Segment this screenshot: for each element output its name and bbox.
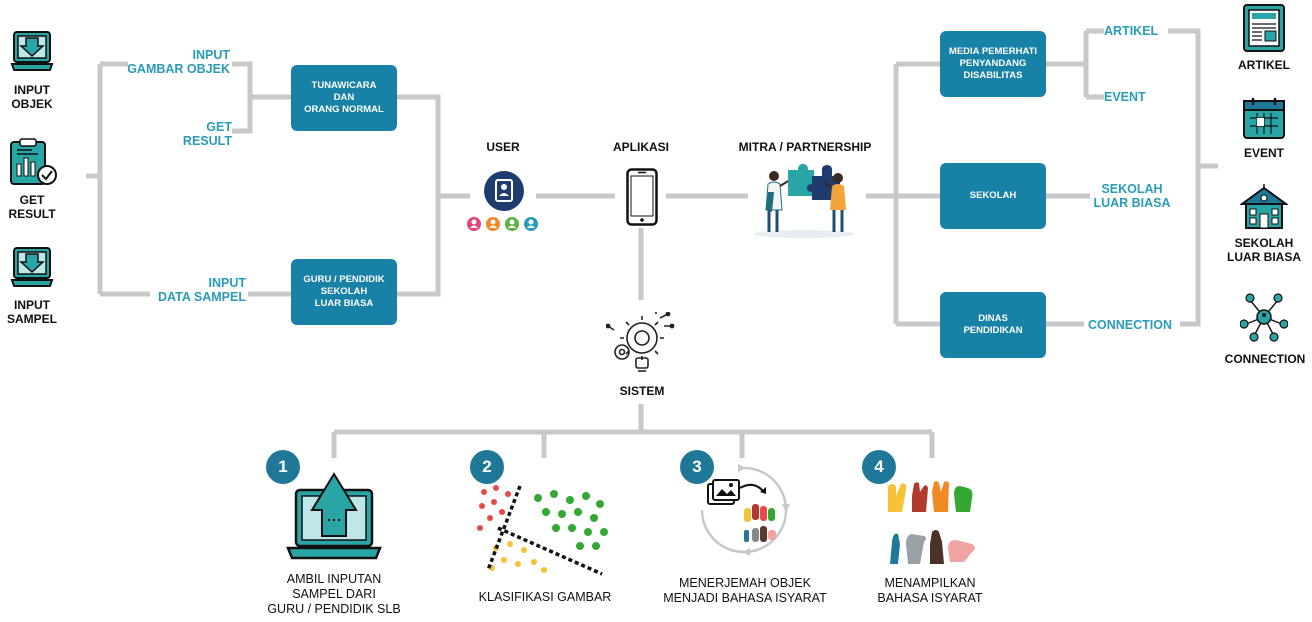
get-result-label: GET RESULT <box>182 120 232 148</box>
laptop-upload-icon <box>286 470 382 560</box>
dinas-pendidikan-box: DINAS PENDIDIKAN <box>940 292 1046 358</box>
calendar-event-icon <box>1242 96 1286 140</box>
sistem-label: SISTEM <box>619 384 665 398</box>
step-2-badge: 2 <box>470 450 504 484</box>
step-4-label: MENAMPILKAN BAHASA ISYARAT <box>877 576 983 605</box>
connection-label: CONNECTION <box>1087 318 1173 332</box>
clipboard-result-icon <box>8 138 58 188</box>
input-sampel-label: INPUT SAMPEL <box>6 298 57 326</box>
tunawicara-box: TUNAWICARA DAN ORANG NORMAL <box>291 65 397 131</box>
upload-object-icon <box>10 30 54 78</box>
sekolah-luar-biasa-icon-label: SEKOLAH LUAR BIASA <box>1227 236 1301 264</box>
get-result-icon-label: GET RESULT <box>8 193 56 221</box>
step-1-label: AMBIL INPUTAN SAMPEL DARI GURU / PENDIDI… <box>267 572 401 616</box>
event-label: EVENT <box>1104 90 1146 104</box>
input-data-sampel-label: INPUT DATA SAMPEL <box>158 276 246 304</box>
translate-cycle-icon <box>694 464 794 556</box>
upload-sample-icon <box>10 246 54 294</box>
system-gear-bulb-icon <box>605 311 678 376</box>
step-4-badge: 4 <box>862 450 896 484</box>
step-3-badge: 3 <box>680 450 714 484</box>
input-gambar-objek-label: INPUT GAMBAR OBJEK <box>127 48 230 76</box>
media-pemerhati-box: MEDIA PEMERHATI PENYANDANG DISABILITAS <box>940 31 1046 97</box>
connection-icon-label: CONNECTION <box>1224 352 1306 366</box>
artikel-icon-label: ARTIKEL <box>1238 58 1290 72</box>
network-connection-icon <box>1239 292 1289 342</box>
event-icon-label: EVENT <box>1243 146 1284 160</box>
user-avatar-icon <box>483 170 525 212</box>
smartphone-icon <box>626 168 658 226</box>
aplikasi-label: APLIKASI <box>612 140 669 154</box>
sekolah-luar-biasa-label: SEKOLAH LUAR BIASA <box>1093 182 1171 210</box>
classification-scatter-icon <box>476 484 612 576</box>
step-2-label: KLASIFIKASI GAMBAR <box>478 590 612 604</box>
article-icon <box>1242 3 1286 53</box>
user-label: USER <box>486 140 520 154</box>
step-3-label: MENERJEMAH OBJEK MENJADI BAHASA ISYARAT <box>663 576 827 605</box>
guru-pendidik-box: GURU / PENDIDIK SEKOLAH LUAR BIASA <box>291 259 397 325</box>
school-building-icon <box>1238 184 1290 230</box>
artikel-label: ARTIKEL <box>1104 24 1159 38</box>
input-objek-label: INPUT OBJEK <box>11 83 53 111</box>
partnership-puzzle-icon <box>752 162 856 238</box>
step-1-badge: 1 <box>266 450 300 484</box>
sign-language-hands-icon <box>884 478 982 570</box>
user-group-icons <box>466 216 542 232</box>
sekolah-box: SEKOLAH <box>940 163 1046 229</box>
mitra-label: MITRA / PARTNERSHIP <box>738 140 872 154</box>
